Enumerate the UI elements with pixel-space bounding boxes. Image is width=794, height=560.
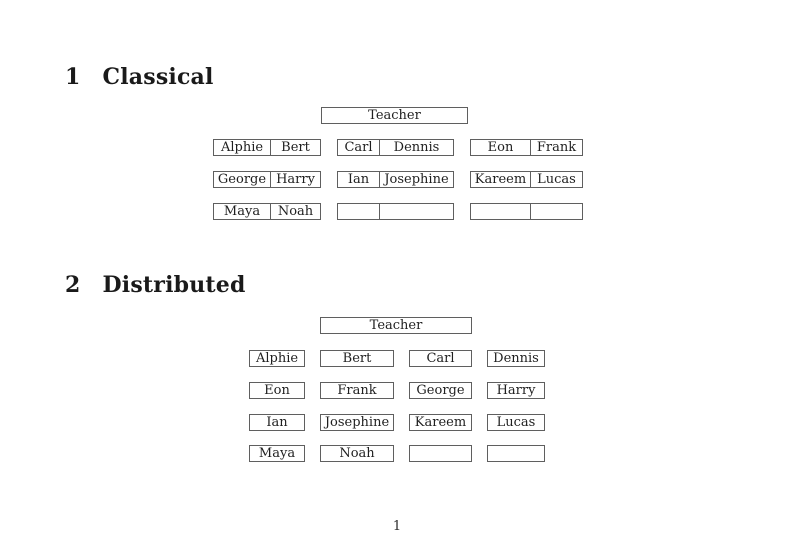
teacher-box: Teacher (320, 317, 472, 334)
seat-cell: Harry (487, 382, 545, 399)
section-heading-classical: 1 Classical (65, 66, 214, 88)
section-heading-distributed: 2 Distributed (65, 274, 246, 296)
seat-cell: Maya (213, 203, 271, 220)
seat-cell: Dennis (379, 139, 454, 156)
seat-cell: Kareem (409, 414, 472, 431)
seat-cell-empty (409, 445, 472, 462)
seat-cell: Noah (270, 203, 321, 220)
page-number: 1 (392, 519, 402, 534)
seat-cell-empty (530, 203, 583, 220)
seat-cell: Lucas (530, 171, 583, 188)
section-number: 1 (65, 64, 81, 90)
seat-cell: Alphie (249, 350, 305, 367)
seat-cell: Josephine (379, 171, 454, 188)
seat-cell: Alphie (213, 139, 271, 156)
seat-cell-empty (487, 445, 545, 462)
section-title: Classical (102, 64, 214, 90)
seat-cell: Bert (270, 139, 321, 156)
seat-cell: Kareem (470, 171, 531, 188)
seat-cell-empty (379, 203, 454, 220)
seat-cell: Eon (470, 139, 531, 156)
seat-cell: Noah (320, 445, 394, 462)
seat-cell: Maya (249, 445, 305, 462)
seat-cell: Dennis (487, 350, 545, 367)
seat-cell: Bert (320, 350, 394, 367)
seat-cell: George (409, 382, 472, 399)
seat-cell: Carl (337, 139, 380, 156)
seat-cell: George (213, 171, 271, 188)
section-title: Distributed (102, 272, 246, 298)
seat-cell: Ian (337, 171, 380, 188)
seat-cell: Lucas (487, 414, 545, 431)
teacher-box: Teacher (321, 107, 468, 124)
seat-cell: Harry (270, 171, 321, 188)
seat-cell: Ian (249, 414, 305, 431)
seat-cell: Josephine (320, 414, 394, 431)
seat-cell-empty (337, 203, 380, 220)
section-number: 2 (65, 272, 81, 298)
seat-cell: Carl (409, 350, 472, 367)
seat-cell: Eon (249, 382, 305, 399)
seat-cell: Frank (530, 139, 583, 156)
seat-cell: Frank (320, 382, 394, 399)
seat-cell-empty (470, 203, 531, 220)
